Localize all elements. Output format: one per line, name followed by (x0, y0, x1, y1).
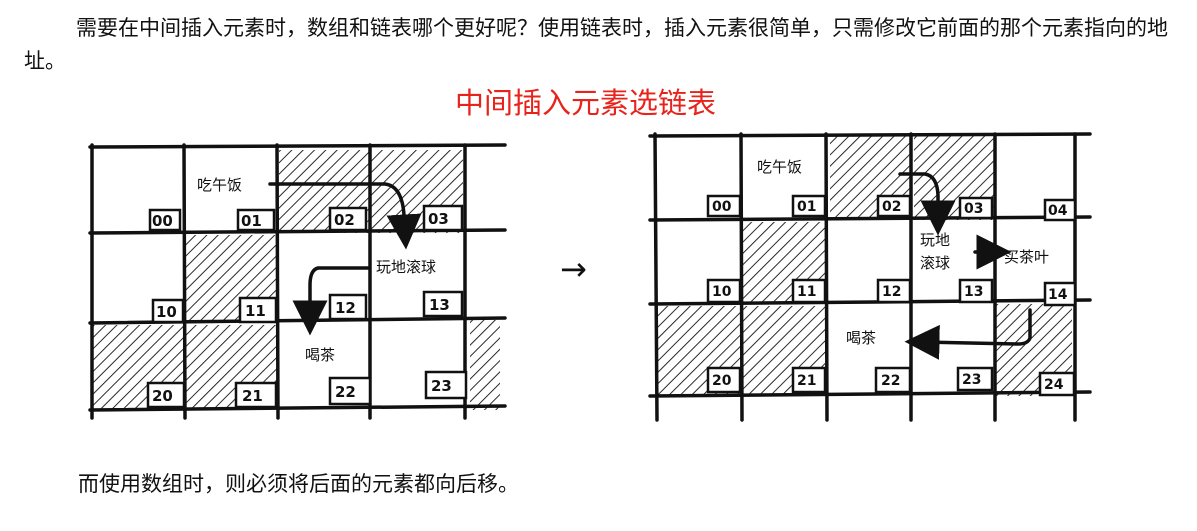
cell-address-label: 01 (241, 212, 262, 230)
task-label-buy-tea: 买茶叶 (1004, 248, 1049, 266)
cell-address-label: 03 (964, 201, 983, 217)
cell-address-label: 22 (335, 383, 356, 401)
left-memory-grid: 00 01 02 03 10 11 12 13 20 21 22 23 吃午饭 … (88, 143, 507, 420)
cell-address-label: 00 (712, 199, 732, 215)
pointer-arrow (292, 266, 370, 336)
cell-address-label: 23 (962, 372, 981, 388)
annotation-title: 中间插入元素选链表 (455, 86, 717, 120)
cell-address-label: 24 (1044, 377, 1064, 393)
pointer-arrow (898, 172, 956, 236)
task-label-frisbee-line2: 滚球 (920, 254, 950, 272)
cell-address-label: 21 (242, 387, 263, 405)
paragraph-top: 需要在中间插入元素时，数组和链表哪个更好呢？使用链表时，插入元素很简单，只需修改… (24, 16, 1168, 73)
cell-address-label: 10 (712, 284, 732, 300)
cell-address-label: 11 (797, 284, 816, 300)
cell-address-label: 13 (429, 296, 450, 314)
cell-address-label: 00 (152, 212, 173, 230)
task-label-frisbee: 玩地滚球 (376, 258, 436, 276)
task-label-lunch: 吃午饭 (197, 176, 242, 194)
cell-address-label: 20 (712, 373, 732, 389)
cell-address-label: 14 (1048, 287, 1068, 303)
cell-address-label: 20 (152, 387, 173, 405)
cell-address-label: 04 (1048, 203, 1068, 219)
cell-address-label: 02 (334, 211, 355, 229)
paragraph-bottom: 而使用数组时，则必须将后面的元素都向后移。 (78, 472, 519, 496)
task-label-tea: 喝茶 (305, 346, 335, 364)
task-label-lunch: 吃午饭 (757, 158, 802, 176)
task-label-tea: 喝茶 (846, 329, 876, 347)
cell-address-label: 23 (431, 377, 452, 395)
cell-address-label: 11 (245, 302, 266, 320)
cell-address-label: 13 (964, 284, 983, 300)
cell-address-label: 01 (797, 199, 816, 215)
task-label-frisbee-line1: 玩地 (920, 231, 950, 249)
cell-address-label: 10 (156, 303, 177, 321)
cell-address-label: 22 (881, 373, 900, 389)
cell-address-label: 21 (797, 373, 816, 389)
cell-address-label: 03 (428, 210, 449, 228)
right-memory-grid: 00 01 02 03 04 10 11 12 13 14 20 21 22 2… (648, 132, 1092, 422)
pointer-arrow (904, 308, 1032, 360)
cell-address-label: 12 (335, 299, 356, 317)
cell-address-label: 02 (882, 199, 901, 215)
pointer-arrow (268, 182, 422, 250)
transition-arrow-icon: → (560, 250, 587, 288)
cell-address-label: 12 (882, 284, 901, 300)
